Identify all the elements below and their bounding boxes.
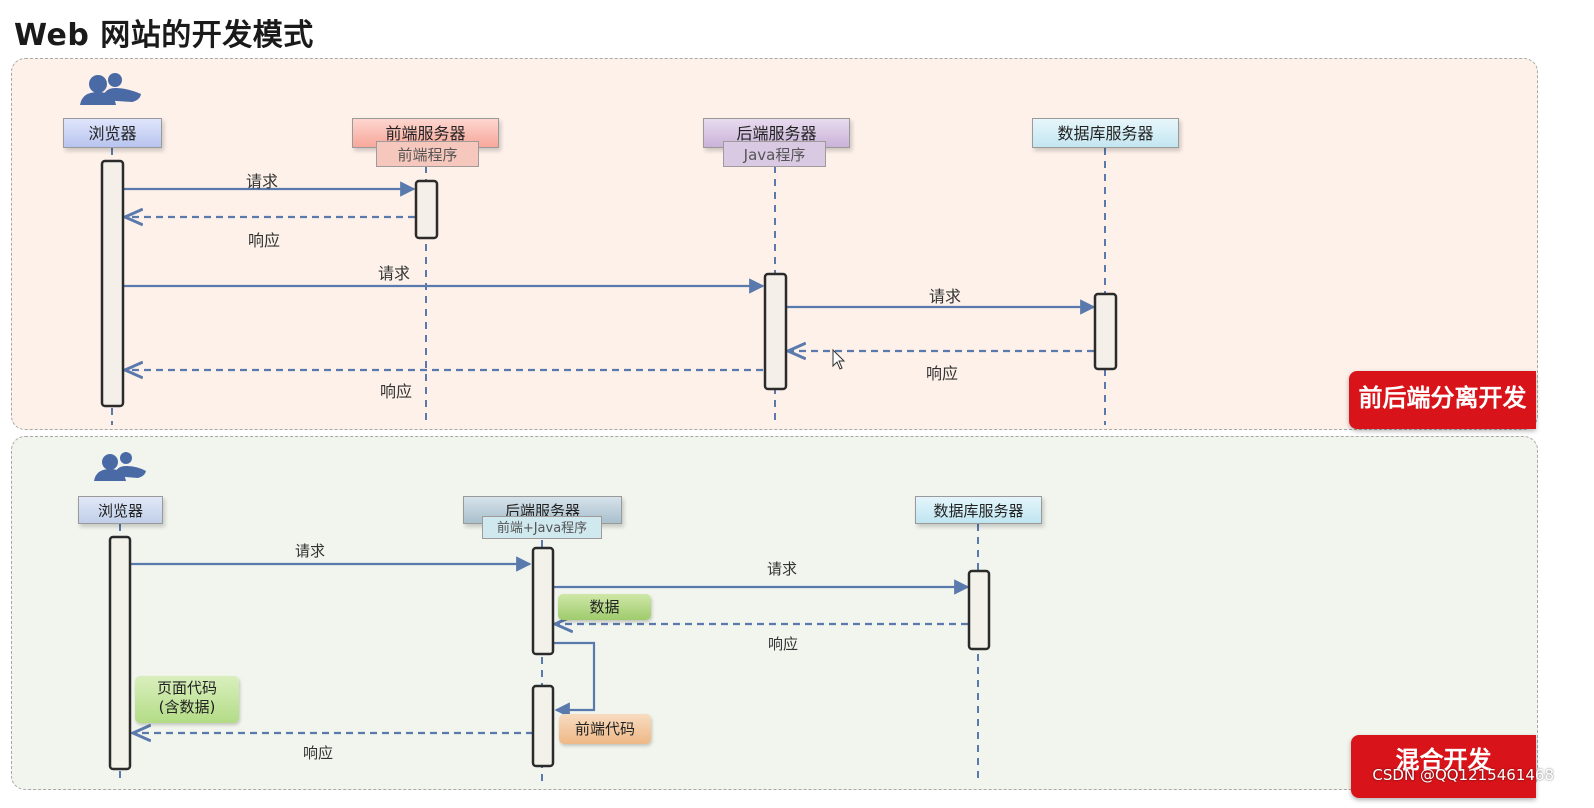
frontend-activation: [414, 179, 439, 240]
top-request-label-1: 请求: [245, 172, 279, 191]
top-response-label-3: 响应: [925, 364, 959, 383]
mixed-dev-badge: 混合开发: [1351, 735, 1536, 798]
top-request-label-2: 请求: [377, 264, 411, 283]
csdn-watermark: CSDN @QQ1215461468: [1372, 766, 1554, 784]
data-note: 数据: [558, 594, 651, 620]
mix-request-label-1: 请求: [294, 542, 326, 560]
mix-actor-browser: 浏览器: [78, 496, 163, 524]
mix-backend-activation-1: [531, 546, 555, 656]
browser-activation: [100, 159, 125, 408]
frontend-java-program-label: 前端+Java程序: [482, 516, 602, 539]
mouse-cursor-icon: [832, 348, 846, 370]
mix-self-call-arrow: [553, 641, 596, 718]
page-code-line2: (含数据): [158, 698, 216, 716]
users-icon: [80, 73, 141, 105]
page-code-line1: 页面代码: [156, 679, 217, 697]
mix-db-activation: [967, 569, 991, 651]
mix-backend-activation-2: [531, 684, 555, 768]
frontend-program-label: 前端程序: [376, 141, 479, 167]
users-icon: [94, 452, 146, 481]
page-title: Web 网站的开发模式: [14, 18, 314, 53]
mix-response-label-2: 响应: [767, 635, 799, 653]
mix-browser-activation: [108, 535, 132, 771]
actor-db-server: 数据库服务器: [1032, 118, 1179, 148]
actor-browser: 浏览器: [63, 118, 162, 148]
mix-request-label-2: 请求: [766, 560, 798, 578]
frontend-code-note: 前端代码: [559, 714, 651, 744]
java-program-label: Java程序: [723, 141, 826, 167]
backend-activation: [763, 272, 788, 391]
top-response-label-1: 响应: [247, 231, 281, 250]
separated-dev-badge: 前后端分离开发: [1349, 371, 1536, 429]
mix-response-label-1: 响应: [302, 744, 334, 762]
mix-actor-db-server: 数据库服务器: [915, 496, 1042, 524]
top-request-label-3: 请求: [928, 287, 962, 306]
page-code-note: 页面代码 (含数据): [135, 676, 239, 723]
top-response-label-2: 响应: [379, 382, 413, 401]
db-activation: [1093, 292, 1118, 371]
